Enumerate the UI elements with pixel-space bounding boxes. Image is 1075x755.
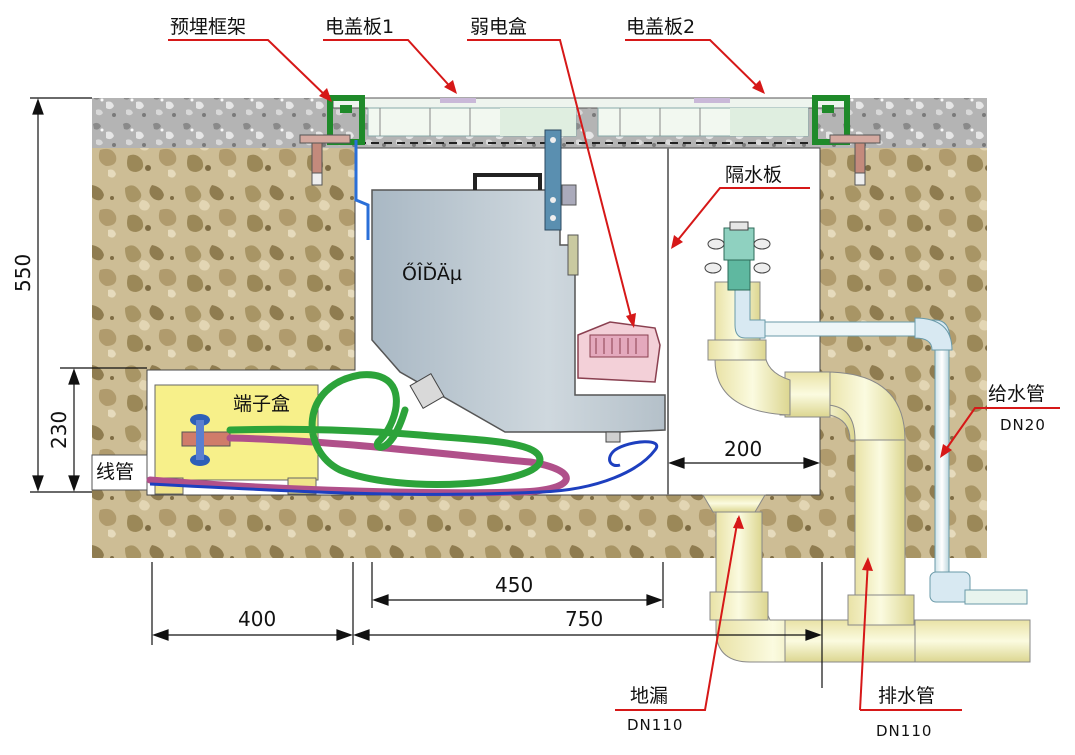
machine-label: ŐÎĎÄµ (402, 261, 462, 285)
ground-wire (354, 140, 370, 240)
dim-750: 750 (565, 607, 603, 631)
drain-pipe-label: 排水管 (878, 685, 935, 707)
callout-arrowheads (319, 80, 952, 571)
embedded-frame-left (299, 95, 365, 186)
dim-450: 450 (495, 573, 533, 597)
dimension-lines (30, 97, 823, 688)
hose-green (226, 371, 544, 488)
cover1-label: 电盖板1 (325, 16, 394, 38)
conduit-box (91, 454, 148, 491)
terminal-box-label: 端子盒 (233, 393, 290, 415)
floor-drain-label: 地漏 (630, 685, 668, 707)
dim-400: 400 (238, 607, 276, 631)
drain-pipe-system (702, 281, 1031, 663)
frame-label: 预埋框架 (170, 16, 246, 38)
floor-drain-dn: DN110 (627, 716, 683, 734)
drain-pipe-dn: DN110 (876, 722, 932, 740)
water-supply-label: 给水管 (988, 383, 1045, 405)
embedded-frame-right (812, 95, 881, 186)
machine-unit (371, 129, 666, 443)
cover-plates (332, 97, 846, 137)
dim-230: 230 (47, 411, 71, 449)
dim-550: 550 (11, 254, 35, 292)
water-supply-dn: DN20 (1000, 416, 1046, 434)
dim-200: 200 (724, 437, 762, 461)
cover2-label: 电盖板2 (626, 16, 695, 38)
water-supply-pipe (704, 221, 1028, 605)
weak-box-label: 弱电盒 (470, 16, 527, 38)
conduit-label: 线管 (96, 461, 134, 483)
weak-current-box (577, 321, 661, 383)
hose-blue (149, 440, 659, 496)
partition-label: 隔水板 (725, 164, 782, 186)
callout-lines (168, 39, 1060, 711)
